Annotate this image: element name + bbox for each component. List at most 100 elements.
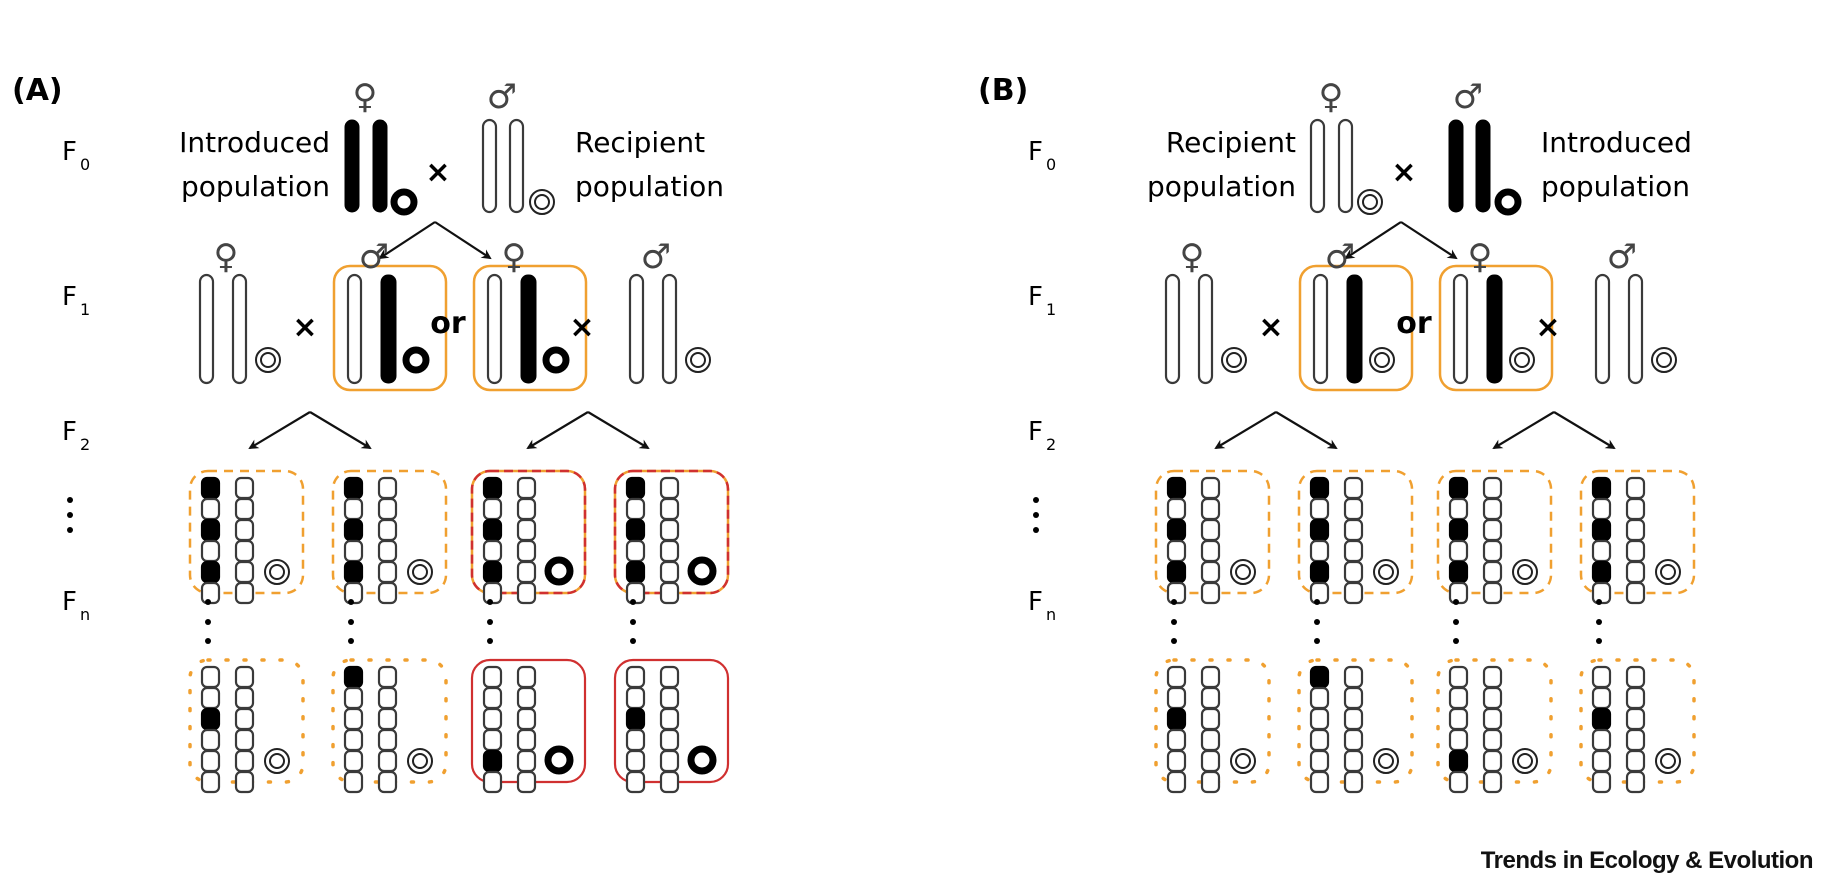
recipient-segment — [377, 581, 398, 605]
recipient-segment — [1166, 497, 1187, 521]
introduced-segment — [625, 476, 646, 500]
recipient-segment — [1591, 665, 1612, 689]
generation-letter: F — [62, 417, 77, 447]
male-symbol-icon: ♂ — [1325, 237, 1355, 277]
population-word: population — [1147, 170, 1296, 203]
introduced-segment — [200, 476, 221, 500]
organelle-inner-ring — [269, 564, 285, 580]
organelle-inner-ring — [1226, 352, 1242, 368]
recipient-segment — [482, 770, 503, 794]
introduced-chromosome — [372, 119, 388, 213]
ellipsis-dot — [67, 527, 73, 533]
f2-row-individual — [331, 469, 448, 605]
cross-symbol: × — [1258, 310, 1283, 345]
organelle-inner-ring — [412, 564, 428, 580]
organelle-outer-ring — [1357, 189, 1383, 215]
fn-row-individual — [1154, 658, 1271, 794]
recipient-segment — [377, 560, 398, 584]
recipient-segment — [1309, 749, 1330, 773]
recipient-segment — [1448, 707, 1469, 731]
recipient-chromosome — [1312, 273, 1329, 385]
recipient-segment — [1482, 476, 1503, 500]
ellipsis-dot — [630, 599, 636, 605]
recipient-organelle-icon — [1230, 559, 1256, 585]
introduced-organelle-icon — [544, 556, 574, 586]
recipient-segment — [200, 728, 221, 752]
fn-row-individual — [1297, 658, 1414, 794]
f1-individual-female: ♀ — [1164, 237, 1247, 385]
recipient-segment — [1166, 728, 1187, 752]
introduced-chromosome — [1475, 119, 1491, 213]
introduced-organelle-icon — [687, 556, 717, 586]
recipient-segment — [343, 728, 364, 752]
female-symbol-icon: ♀ — [1468, 237, 1493, 277]
recipient-segment — [200, 749, 221, 773]
organelle-inner-ring — [1656, 352, 1672, 368]
recipient-segment — [1200, 770, 1221, 794]
population-word: population — [181, 170, 330, 203]
ellipsis-dot — [1453, 599, 1459, 605]
hybrid-highlight-box — [472, 264, 588, 392]
introduced-segment — [1448, 518, 1469, 542]
introduced-segment — [1591, 560, 1612, 584]
recipient-segment — [200, 581, 221, 605]
recipient-segment — [659, 665, 680, 689]
introduced-segment — [1166, 707, 1187, 731]
recipient-segment — [482, 665, 503, 689]
f2-row-individual — [188, 469, 305, 605]
cross-symbol: × — [1535, 310, 1560, 345]
recipient-segment — [516, 581, 537, 605]
introduced-organelle-icon — [390, 188, 418, 216]
fn-row-individual — [613, 658, 730, 794]
organelle-inner-ring — [1660, 753, 1676, 769]
ellipsis-dot — [630, 638, 636, 644]
recipient-segment — [377, 539, 398, 563]
recipient-segment — [200, 770, 221, 794]
ellipsis-dot — [348, 599, 354, 605]
recipient-chromosome — [486, 273, 503, 385]
recipient-segment — [343, 686, 364, 710]
organelle-outer-ring — [1512, 559, 1538, 585]
recipient-segment — [1200, 560, 1221, 584]
organelle-outer-ring — [529, 189, 555, 215]
recipient-segment — [1309, 497, 1330, 521]
organelle-inner-ring — [412, 753, 428, 769]
f1-individual-female: ♀ — [472, 237, 588, 392]
recipient-segment — [1482, 539, 1503, 563]
recipient-segment — [200, 686, 221, 710]
ellipsis-dot — [1596, 619, 1602, 625]
recipient-chromosome — [1309, 118, 1326, 214]
recipient-segment — [377, 770, 398, 794]
recipient-segment — [377, 686, 398, 710]
introduced-segment — [625, 560, 646, 584]
recipient-segment — [234, 539, 255, 563]
recipient-segment — [625, 770, 646, 794]
f2-row-individual — [1436, 469, 1553, 605]
f0-cross: IntroducedpopulationRecipientpopulation♀… — [179, 77, 724, 216]
f1-individual-female: ♀ — [198, 237, 281, 385]
organelle-outer-ring — [1230, 748, 1256, 774]
introduced-organelle-icon — [544, 745, 574, 775]
f0-male-individual: ♂ — [481, 77, 555, 215]
recipient-segment — [1200, 539, 1221, 563]
introduced-segment — [1448, 560, 1469, 584]
recipient-segment — [516, 749, 537, 773]
female-symbol-icon: ♀ — [1180, 237, 1205, 277]
female-symbol-icon: ♀ — [353, 77, 378, 117]
recipient-segment — [516, 539, 537, 563]
introduced-segment — [200, 560, 221, 584]
recipient-chromosome — [628, 273, 645, 385]
organelle-outer-ring — [1509, 347, 1535, 373]
organelle-inner-ring — [1378, 753, 1394, 769]
recipient-organelle-icon — [1512, 748, 1538, 774]
recipient-segment — [516, 686, 537, 710]
f2-row — [1154, 469, 1696, 605]
recipient-chromosome — [508, 118, 525, 214]
recipient-segment — [482, 707, 503, 731]
organelle-outer-ring — [1651, 347, 1677, 373]
recipient-segment — [625, 665, 646, 689]
